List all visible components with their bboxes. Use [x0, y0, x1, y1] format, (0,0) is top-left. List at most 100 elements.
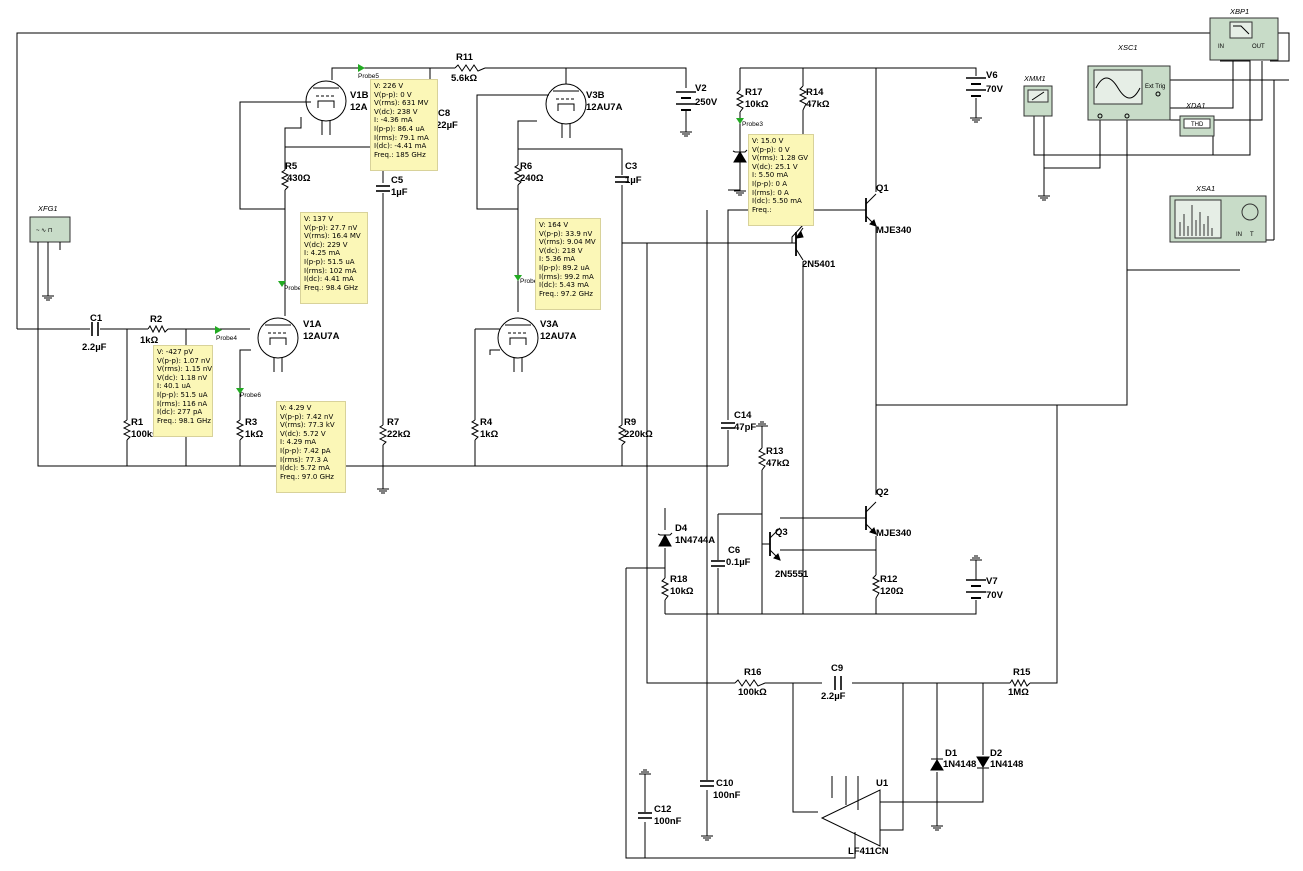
label-C3-ref: C3	[625, 161, 637, 172]
probe-readout-line: V(dc): 25.1 V	[752, 162, 798, 171]
oscilloscope-XSC1[interactable]	[1087, 65, 1171, 121]
probe-readout-line: Freq.: 98.4 GHz	[304, 283, 358, 292]
probe-readout-line: V(p-p): 33.9 nV	[539, 229, 593, 238]
probe-readout-line: I(rms): 102 mA	[304, 266, 357, 275]
probe-v1a-arrow	[278, 281, 286, 287]
probe-readout-line: V: 164 V	[539, 221, 569, 229]
label-V3B-val: 12AU7A	[586, 102, 623, 113]
probe-readout-line: V(rms): 9.04 MV	[539, 238, 596, 247]
resistor-R18	[660, 577, 670, 601]
diode-D4	[657, 532, 673, 547]
probe-v3a-arrow	[514, 275, 522, 281]
capacitors	[91, 91, 842, 819]
probe-readout-line: V(rms): 631 MV	[374, 99, 429, 108]
label-R4-val: 1kΩ	[480, 429, 499, 440]
label-V1A-ref: V1A	[303, 319, 322, 330]
diode-D1	[930, 758, 944, 771]
probe-readout-line: V(rms): 1.28 GV	[752, 154, 809, 163]
label-R9-ref: R9	[624, 417, 636, 428]
probe-readout-line: V(dc): 238 V	[374, 107, 418, 116]
label-C6-ref: C6	[728, 545, 740, 556]
probe-readout-line: I(dc): -4.41 mA	[374, 142, 427, 151]
capacitor-C14	[721, 422, 735, 429]
zener-diode-1	[732, 149, 748, 163]
probe-readout-line: V(dc): 218 V	[539, 246, 583, 255]
probe4-arrow	[215, 326, 222, 334]
label-Q3-val: 2N5551	[775, 569, 809, 580]
probe-readout-line: I(dc): 5.43 mA	[539, 281, 589, 290]
probe-readout-line: I(p-p): 0 A	[752, 179, 787, 188]
capacitor-C9	[834, 676, 842, 690]
label-V7-val: 70V	[986, 590, 1004, 601]
probe-readout-line: V: 137 V	[304, 215, 334, 223]
label-XSA1-t: T	[1250, 232, 1254, 238]
label-R16-ref: R16	[744, 667, 761, 678]
label-C5-ref: C5	[391, 175, 404, 186]
label-C9-ref: C9	[831, 663, 843, 674]
label-probe-v1a: Probe	[284, 285, 302, 292]
probe-readout-line: V(p-p): 1.07 nV	[157, 356, 211, 365]
label-R14-ref: R14	[806, 87, 824, 98]
label-probe5: Probe5	[358, 73, 379, 80]
wires	[16, 32, 1290, 859]
label-probe4: Probe4	[216, 335, 237, 342]
function-generator-XFG1[interactable]: ~ ∿ ⊓	[29, 216, 71, 290]
transistors	[762, 193, 877, 561]
battery-V6	[966, 77, 986, 97]
label-C9-val: 2.2µF	[821, 691, 846, 702]
probe3-arrow	[736, 118, 744, 124]
probe-readout-line: V(rms): 1.15 nV	[157, 365, 213, 374]
resistor-R6	[513, 164, 523, 186]
label-V3B-ref: V3B	[586, 90, 605, 101]
tube-V1B	[305, 80, 347, 135]
bode-plotter-XBP1[interactable]	[1209, 17, 1279, 61]
probe-readout-line: V(p-p): 0 V	[752, 145, 790, 154]
label-V6-val: 70V	[986, 84, 1004, 95]
diodes	[657, 149, 990, 771]
label-D4-val: 1N4744A	[675, 535, 715, 546]
distortion-analyzer-XDA1[interactable]	[1179, 115, 1215, 137]
label-R11-ref: R11	[456, 52, 474, 63]
resistor-R2	[147, 324, 169, 334]
capacitor-C1	[91, 322, 99, 336]
probe-readout-line: I: 4.25 mA	[304, 249, 341, 258]
labels: C1 2.2µF R2 1kΩ R1 100kΩ R3 1kΩ V1A 12AU…	[37, 7, 1265, 857]
label-R9-val: 220kΩ	[624, 429, 653, 440]
label-probe3: Probe3	[742, 121, 763, 128]
probe-readout-line: I: 4.29 mA	[280, 438, 317, 447]
label-XBP1-in: IN	[1218, 44, 1224, 50]
label-XBP1: XBP1	[1229, 7, 1249, 16]
label-Q1-val: MJE340	[876, 225, 911, 236]
label-C1-val: 2.2µF	[82, 342, 107, 353]
probe-readout-line: I(rms): 116 nA	[157, 399, 208, 408]
label-V3A-ref: V3A	[540, 319, 559, 330]
label-XSA1-in: IN	[1236, 232, 1242, 238]
label-R17-val: 10kΩ	[745, 99, 769, 110]
multimeter-XMM1[interactable]	[1023, 85, 1053, 117]
probe-readout-line: V(p-p): 7.42 nV	[280, 412, 334, 421]
probe-readout-line: V(rms): 16.4 MV	[304, 232, 361, 241]
label-XBP1-out: OUT	[1252, 44, 1265, 50]
label-V2-val: 250V	[695, 97, 718, 108]
label-R14-val: 47kΩ	[806, 99, 830, 110]
label-C3-val: 1µF	[625, 175, 642, 186]
probe-readout-line: I(dc): 4.41 mA	[304, 275, 354, 284]
probe-readout-line: V(p-p): 27.7 nV	[304, 223, 358, 232]
label-R11-val: 5.6kΩ	[451, 73, 477, 84]
label-C8-val: 22µF	[436, 120, 458, 131]
probe-readout-line: I(p-p): 7.42 pA	[280, 446, 331, 455]
probe-readout-line: V: -427 pV	[157, 348, 194, 356]
label-R18-ref: R18	[670, 574, 687, 585]
label-C6-val: 0.1µF	[726, 557, 751, 568]
label-U1-val: LF411CN	[848, 846, 889, 857]
label-Q2-ref: Q2	[876, 487, 889, 498]
probe-readout-line: V: 226 V	[374, 82, 404, 90]
probe-readout-line: Freq.: 98.1 GHz	[157, 416, 211, 425]
label-R5-ref: R5	[285, 161, 298, 172]
label-R15-val: 1MΩ	[1008, 687, 1029, 698]
spectrum-analyzer-XSA1[interactable]	[1169, 195, 1267, 243]
label-D2-ref: D2	[990, 748, 1002, 759]
